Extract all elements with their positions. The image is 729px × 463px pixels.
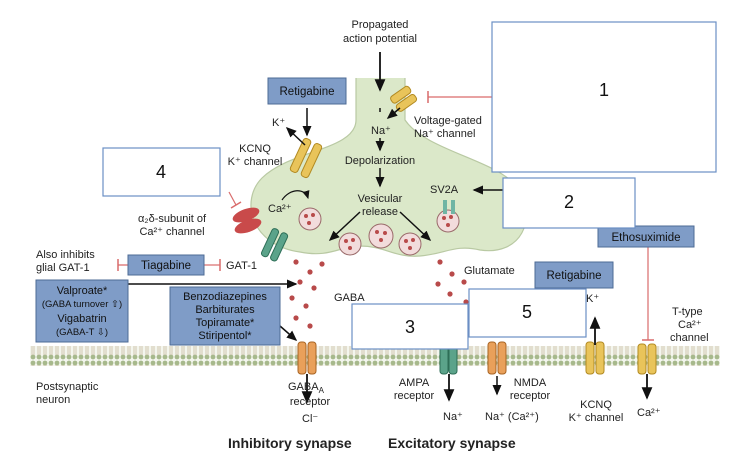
ethosuximide-box: Ethosuximide (597, 225, 695, 248)
postsynaptic-membrane (30, 346, 720, 366)
kcnq-post-label-2: K⁺ channel (569, 412, 624, 424)
ampa-label-2: receptor (394, 390, 435, 402)
also-inhibits-label-2: glial GAT-1 (36, 262, 90, 274)
excitatory-synapse-title: Excitatory synapse (388, 435, 516, 451)
propagated-label-1: Propagated (352, 19, 409, 31)
gaba-label: GABA (334, 292, 365, 304)
svg-text:Retigabine: Retigabine (280, 86, 335, 98)
retigabine-top-box: Retigabine (267, 77, 347, 105)
voltage-gated-na-channel-icon (390, 85, 418, 112)
propagated-label-2: action potential (343, 33, 417, 45)
tiagabine-box: Tiagabine (127, 254, 205, 276)
svg-text:Tiagabine: Tiagabine (141, 260, 191, 272)
svg-text:Stiripentol*: Stiripentol* (198, 330, 252, 342)
inhibitory-synapse-title: Inhibitory synapse (228, 435, 352, 451)
depolarization-label: Depolarization (345, 155, 415, 167)
ca2-post-label: Ca²⁺ (637, 407, 661, 419)
nmda-label-2: receptor (510, 390, 551, 402)
answer-box-1[interactable]: 1 (491, 21, 717, 173)
svg-text:Benzodiazepines: Benzodiazepines (183, 291, 267, 303)
glutamate-label: Glutamate (464, 265, 515, 277)
retigabine-post-box: Retigabine (534, 261, 614, 289)
alpha2delta-channel-icon (232, 207, 262, 234)
svg-text:3: 3 (405, 317, 415, 337)
ca-channel-icon (260, 228, 289, 262)
svg-text:Retigabine: Retigabine (547, 270, 602, 282)
answer-box-5[interactable]: 5 (468, 288, 587, 338)
t-type-label-1: T-type (672, 306, 703, 318)
svg-text:Vigabatrin: Vigabatrin (57, 313, 106, 325)
postsynaptic-label-2: neuron (36, 394, 70, 406)
benzodiazepines-box: Benzodiazepines Barbiturates Topiramate*… (169, 286, 281, 346)
kcnq-post-channel-icon (585, 341, 605, 375)
answer-box-4[interactable]: 4 (102, 147, 221, 197)
svg-text:4: 4 (156, 162, 166, 182)
svg-text:Valproate*: Valproate* (57, 285, 108, 297)
k-plus-post-label: K⁺ (586, 293, 599, 305)
answer-box-3[interactable]: 3 (351, 303, 469, 350)
ca2-label: Ca²⁺ (268, 203, 292, 215)
svg-text:2: 2 (564, 192, 574, 212)
answer-box-2[interactable]: 2 (502, 177, 636, 229)
glutamate-molecules (435, 259, 469, 305)
svg-text:Topiramate*: Topiramate* (196, 317, 255, 329)
gaba-molecules (289, 259, 325, 329)
vesicular-label-2: release (362, 206, 398, 218)
kcnq-label-1: KCNQ (239, 143, 271, 155)
gat1-label: GAT-1 (226, 260, 257, 272)
nmda-receptor-icon (487, 341, 507, 375)
svg-text:(GABA-T ⇩): (GABA-T ⇩) (56, 327, 108, 338)
svg-text:1: 1 (599, 80, 609, 100)
svg-text:5: 5 (522, 302, 532, 322)
kcnq-label-2: K⁺ channel (228, 156, 283, 168)
also-inhibits-label-1: Also inhibits (36, 249, 95, 261)
postsynaptic-label-1: Postsynaptic (36, 381, 99, 393)
na-plus-ampa-label: Na⁺ (443, 411, 463, 423)
alpha2delta-label-2: Ca²⁺ channel (139, 226, 204, 238)
t-type-label-2: Ca²⁺ (678, 319, 702, 331)
t-type-ca-channel-icon (637, 343, 657, 375)
gabaa-label: GABAA (288, 381, 325, 395)
na-ca-label: Na⁺ (Ca²⁺) (485, 411, 539, 423)
sv2a-label: SV2A (430, 184, 459, 196)
svg-text:Ethosuximide: Ethosuximide (611, 232, 680, 244)
na-plus-label: Na⁺ (371, 125, 391, 137)
sv2a-icon (443, 200, 455, 214)
valproate-box: Valproate* (GABA turnover ⇧) Vigabatrin … (35, 279, 129, 343)
kcnq-post-label-1: KCNQ (580, 399, 612, 411)
svg-text:Barbiturates: Barbiturates (195, 304, 255, 316)
nmda-label-1: NMDA (514, 377, 547, 389)
vesicular-label-1: Vesicular (358, 193, 403, 205)
cl-minus-label: Cl⁻ (302, 413, 318, 425)
svg-text:(GABA turnover ⇧): (GABA turnover ⇧) (42, 299, 122, 310)
gabaa-receptor-icon (297, 341, 317, 375)
kcnq-channel-icon (289, 137, 323, 179)
ampa-label-1: AMPA (399, 377, 430, 389)
gabaa-receptor-label: receptor (290, 396, 331, 408)
voltage-gated-label-1: Voltage-gated (414, 115, 482, 127)
k-plus-label: K⁺ (272, 117, 285, 129)
t-type-label-3: channel (670, 332, 709, 344)
voltage-gated-label-2: Na⁺ channel (414, 128, 475, 140)
vesicles (298, 207, 460, 256)
alpha2delta-label-1: α₂δ-subunit of (138, 213, 207, 225)
